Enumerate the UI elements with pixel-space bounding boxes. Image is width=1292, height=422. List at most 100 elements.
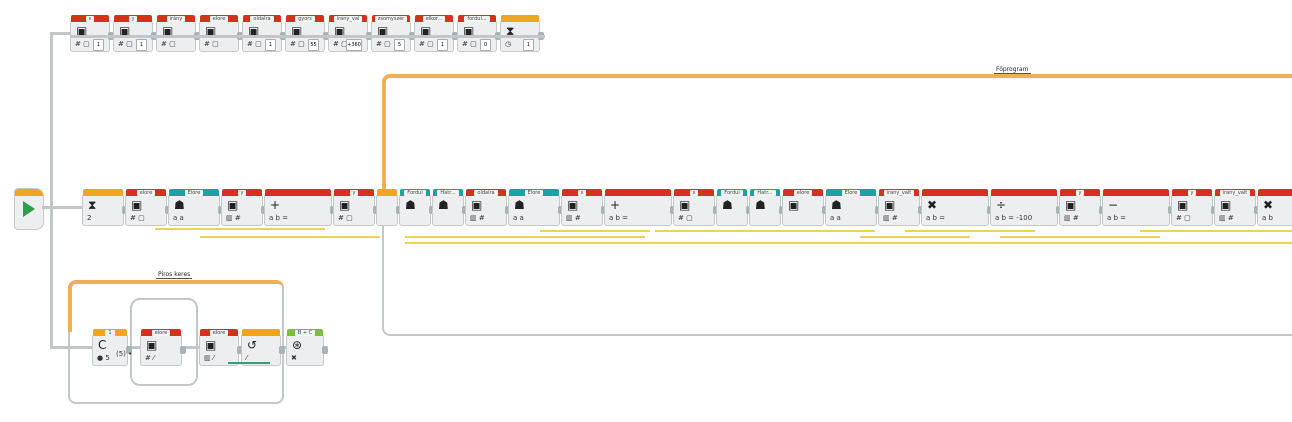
switch-frame[interactable] — [130, 298, 198, 386]
block-name-label[interactable]: irany_valt — [1219, 189, 1251, 196]
block-parameter[interactable]: a a — [513, 214, 524, 222]
block-name-label[interactable]: gyors — [295, 15, 315, 22]
program-block[interactable]: y▣▥ # — [221, 189, 267, 226]
block-parameter[interactable]: # ▢ — [161, 40, 176, 48]
block-mode-icon[interactable]: ▣ — [205, 24, 217, 38]
block-mode-icon[interactable]: ▣ — [334, 24, 346, 38]
start-block[interactable] — [14, 188, 44, 230]
block-mode-icon[interactable]: ⊛ — [292, 338, 303, 352]
block-value-input[interactable]: 0 — [480, 39, 491, 51]
block-name-label[interactable]: y — [237, 189, 247, 196]
block-mode-icon[interactable]: ☗ — [722, 198, 733, 212]
block-parameter[interactable]: # ▢ — [247, 40, 262, 48]
block-parameter[interactable]: # ▢ — [118, 40, 133, 48]
block-name-label[interactable]: elore — [151, 329, 171, 336]
block-parameter[interactable]: a b = — [1107, 214, 1127, 222]
block-parameter[interactable]: # ▢ — [204, 40, 219, 48]
block-name-label[interactable]: y — [128, 15, 138, 22]
block-name-label[interactable]: x — [85, 15, 95, 22]
block-parameter[interactable]: # ▢ — [678, 214, 693, 222]
program-block[interactable]: y▣▥ # — [1059, 189, 1105, 226]
block-mode-icon[interactable]: ↺ — [247, 338, 258, 352]
block-mode-icon[interactable]: ▣ — [205, 338, 217, 352]
block-name-label[interactable]: zsomyszer — [374, 15, 408, 22]
block-mode-icon[interactable]: ▣ — [1065, 198, 1077, 212]
block-parameter[interactable]: ◷ — [505, 40, 512, 48]
block-name-label[interactable]: Hatr... — [437, 189, 459, 196]
block-name-label[interactable]: x — [689, 189, 699, 196]
program-block[interactable]: ✖ a b — [1257, 189, 1292, 226]
program-block[interactable]: Elore☗a a — [825, 189, 881, 226]
block-name-label[interactable]: x — [577, 189, 587, 196]
block-parameter[interactable]: a b = — [609, 214, 629, 222]
block-mode-icon[interactable]: ⧗ — [506, 24, 515, 38]
block-mode-icon[interactable]: ▣ — [291, 24, 303, 38]
block-name-label[interactable]: B + C — [294, 329, 316, 336]
block-value-input[interactable]: 1 — [523, 39, 534, 51]
block-parameter[interactable]: # ▢ — [462, 40, 477, 48]
block-mode-icon[interactable]: ✖ — [1263, 198, 1274, 212]
block-name-label[interactable]: 1 — [105, 329, 115, 336]
block-mode-icon[interactable]: ✖ — [927, 198, 938, 212]
program-block[interactable]: irany_valt▣▥ # — [1214, 189, 1260, 226]
block-mode-icon[interactable]: ▣ — [1177, 198, 1189, 212]
block-parameter[interactable]: ▥ # — [883, 214, 898, 222]
block-value-input[interactable]: 5 — [394, 39, 405, 51]
program-block[interactable]: ÷a b = -100 — [990, 189, 1062, 226]
program-block[interactable]: y▣# ▢ — [333, 189, 379, 226]
block-parameter[interactable]: # ▢ — [75, 40, 90, 48]
block-parameter[interactable]: a b — [1262, 214, 1273, 222]
program-block[interactable] — [376, 189, 402, 226]
program-block[interactable]: ↺⁄ — [241, 329, 285, 366]
sequence-connector[interactable] — [279, 346, 285, 354]
block-mode-icon[interactable]: ▣ — [339, 198, 351, 212]
program-block[interactable]: ⧗2 — [82, 189, 128, 226]
block-value-input[interactable]: +360 — [346, 39, 362, 51]
program-block[interactable]: Elore☗a a — [168, 189, 224, 226]
sequence-connector[interactable] — [237, 346, 243, 354]
block-name-label[interactable]: oldalra — [474, 189, 498, 196]
block-mode-icon[interactable]: ☗ — [438, 198, 449, 212]
block-mode-icon[interactable]: ▣ — [567, 198, 579, 212]
block-mode-icon[interactable]: ⧗ — [88, 198, 97, 212]
block-name-label[interactable]: irany_valt — [883, 189, 915, 196]
program-block[interactable]: Fordul☗ — [399, 189, 435, 226]
block-mode-icon[interactable]: ▣ — [146, 338, 158, 352]
block-name-label[interactable]: Elore — [524, 189, 544, 196]
block-name-label[interactable]: elore — [136, 189, 156, 196]
block-parameter[interactable]: 2 — [87, 214, 92, 222]
block-mode-icon[interactable]: ▣ — [377, 24, 389, 38]
block-parameter[interactable]: # ▢ — [290, 40, 305, 48]
program-block[interactable]: elore▣▥ ⁄ — [199, 329, 243, 366]
block-parameter[interactable]: ▥ # — [226, 214, 241, 222]
program-block[interactable]: Hatr... ☗ — [432, 189, 468, 226]
block-mode-icon[interactable]: − — [1108, 198, 1119, 212]
block-mode-icon[interactable]: ▣ — [119, 24, 131, 38]
program-block[interactable]: elore▣ — [782, 189, 828, 226]
block-parameter[interactable]: # ▢ — [338, 214, 353, 222]
block-mode-icon[interactable]: ▣ — [463, 24, 475, 38]
block-value-input[interactable]: 1 — [437, 39, 448, 51]
block-parameter[interactable]: ✖ — [291, 354, 297, 362]
switch-case-value[interactable]: (5) • — [116, 350, 133, 358]
block-mode-icon[interactable]: ▣ — [76, 24, 88, 38]
program-block[interactable]: ✖a b = — [921, 189, 993, 226]
block-name-label[interactable]: Fordul — [721, 189, 743, 196]
block-value-input[interactable]: 1 — [136, 39, 147, 51]
block-parameter[interactable]: # ▢ — [1176, 214, 1191, 222]
block-mode-icon[interactable]: ▣ — [788, 198, 800, 212]
block-mode-icon[interactable]: ☗ — [514, 198, 525, 212]
program-block[interactable]: B + C ⊛ ✖ — [286, 329, 328, 366]
block-parameter[interactable]: ● 5 — [97, 354, 110, 362]
block-value-input[interactable]: 55 — [308, 39, 319, 51]
block-parameter[interactable]: ▥ # — [470, 214, 485, 222]
block-name-label[interactable]: irany_val — [333, 15, 363, 22]
program-block[interactable]: +a b = — [604, 189, 676, 226]
block-mode-icon[interactable]: ☗ — [831, 198, 842, 212]
program-block[interactable]: Hatr...☗ — [749, 189, 785, 226]
block-parameter[interactable]: ▥ # — [566, 214, 581, 222]
block-value-input[interactable]: 1 — [265, 39, 276, 51]
sequence-connector[interactable] — [126, 346, 132, 354]
program-block[interactable]: − a b = — [1102, 189, 1174, 226]
